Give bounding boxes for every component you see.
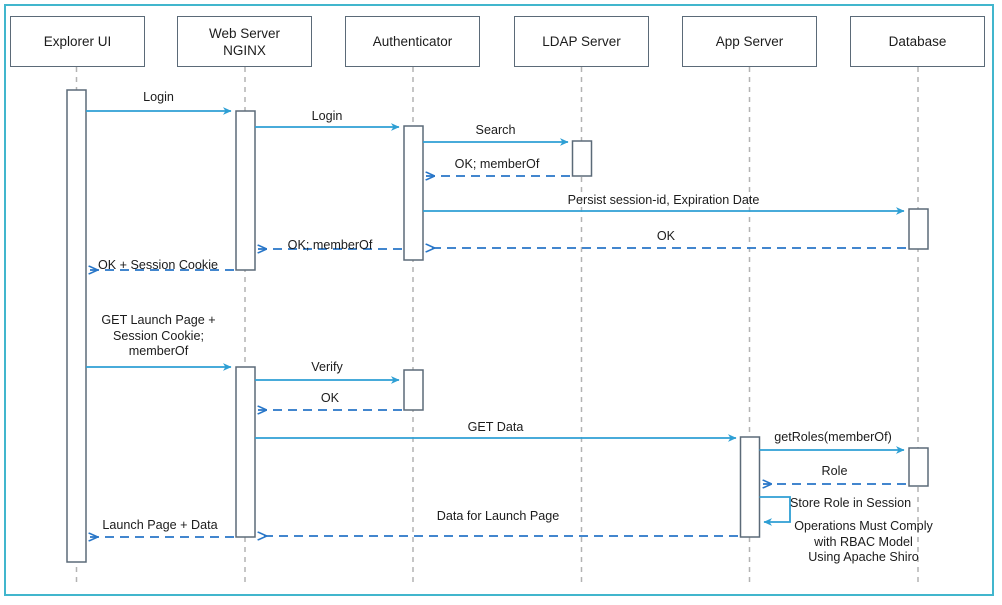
actor-label-explorer-ui: Explorer UI	[43, 34, 112, 49]
actor-box-authenticator[interactable]: Authenticator	[345, 16, 480, 67]
lifelines	[75, 67, 919, 583]
actor-label-authenticator: Authenticator	[372, 34, 453, 49]
activation-app-server-1	[739, 436, 761, 538]
actor-label-web-server: Web Server	[208, 25, 281, 41]
actor-label-database: Database	[888, 34, 947, 49]
activation-database-1	[908, 208, 929, 250]
actor-label-ldap-server: LDAP Server	[542, 34, 621, 49]
diagram-frame	[4, 4, 994, 596]
actor-sublabel-web-server: NGINX	[223, 42, 266, 58]
activation-database-2	[908, 447, 929, 487]
return-arrows	[89, 176, 906, 537]
call-arrows	[86, 107, 905, 526]
actor-box-explorer-ui[interactable]: Explorer UI	[10, 16, 145, 67]
activation-ldap-server-1	[571, 140, 593, 177]
arrow-m15-store-role-self-loop	[759, 496, 791, 526]
actor-box-app-server[interactable]: App Server	[682, 16, 817, 67]
actor-label-app-server: App Server	[715, 34, 784, 49]
activation-authenticator-2	[403, 369, 424, 411]
actor-box-web-server[interactable]: Web Server NGINX	[177, 16, 312, 67]
activation-bars	[66, 89, 929, 563]
activation-explorer-ui-1	[66, 89, 87, 563]
activation-web-server-2	[235, 366, 256, 538]
actor-box-database[interactable]: Database	[850, 16, 985, 67]
actor-box-ldap-server[interactable]: LDAP Server	[514, 16, 649, 67]
activation-authenticator-1	[403, 125, 424, 261]
activation-web-server-1	[235, 110, 256, 271]
